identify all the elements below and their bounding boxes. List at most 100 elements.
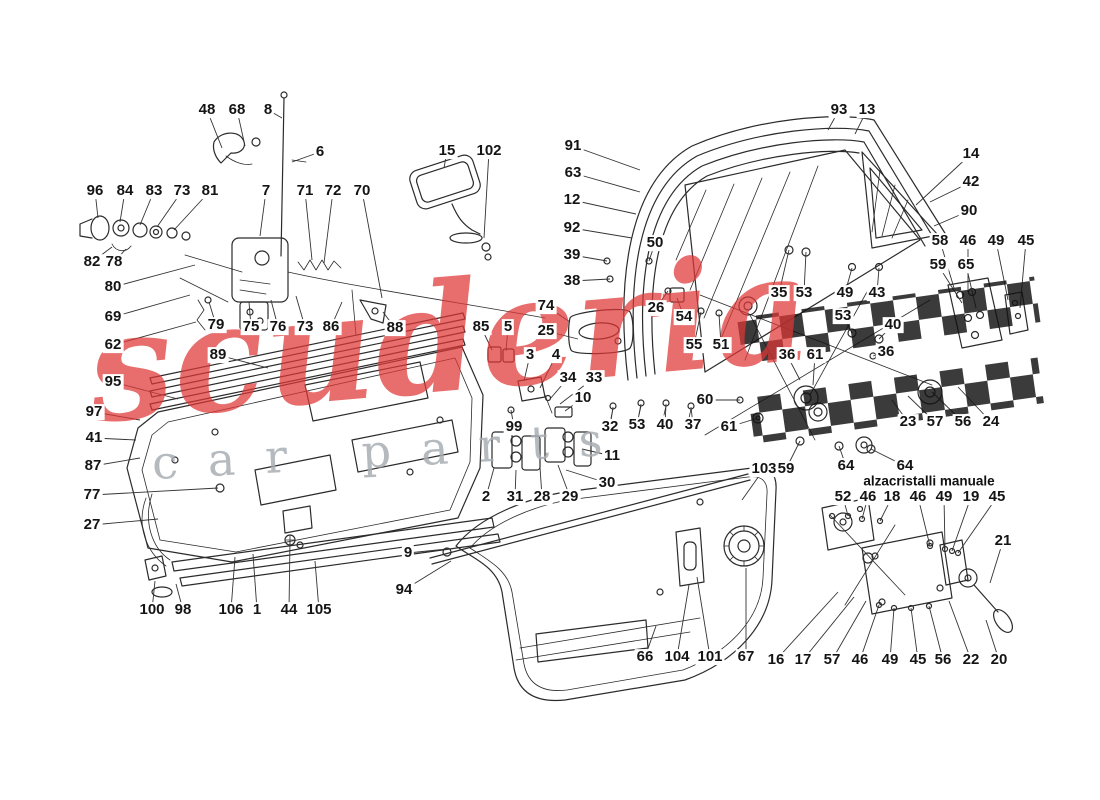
part-callout-49: 49 <box>985 232 1007 250</box>
part-callout-50: 50 <box>644 234 666 252</box>
part-callout-74: 74 <box>535 297 557 315</box>
part-callout-56: 56 <box>952 413 974 431</box>
part-callout-15: 15 <box>436 142 458 160</box>
part-callout-40: 40 <box>882 316 904 334</box>
part-callout-43: 43 <box>866 284 888 302</box>
part-callout-10: 10 <box>572 389 594 407</box>
part-callout-23: 23 <box>897 413 919 431</box>
part-callout-3: 3 <box>523 346 537 364</box>
part-callout-41: 41 <box>83 429 105 447</box>
side-mirror <box>409 154 492 261</box>
part-callout-6: 6 <box>313 143 327 161</box>
part-callout-21: 21 <box>992 532 1014 550</box>
part-callout-60: 60 <box>694 391 716 409</box>
part-callout-54: 54 <box>673 308 695 326</box>
part-callout-88: 88 <box>384 319 406 337</box>
part-callout-37: 37 <box>682 416 704 434</box>
door-latch-assembly <box>179 237 546 336</box>
part-callout-73: 73 <box>294 318 316 336</box>
part-callout-5: 5 <box>501 318 515 336</box>
part-callout-45: 45 <box>907 651 929 669</box>
part-callout-84: 84 <box>114 182 136 200</box>
part-callout-25: 25 <box>535 322 557 340</box>
part-callout-102: 102 <box>474 142 504 160</box>
lock-barrel-washers <box>79 215 191 252</box>
part-callout-45: 45 <box>986 488 1008 506</box>
part-callout-82: 82 <box>81 253 103 271</box>
part-callout-69: 69 <box>102 308 124 326</box>
part-callout-66: 66 <box>634 648 656 666</box>
part-callout-57: 57 <box>821 651 843 669</box>
part-callout-7: 7 <box>259 182 273 200</box>
part-callout-51: 51 <box>710 336 732 354</box>
part-callout-36: 36 <box>776 346 798 364</box>
part-callout-28: 28 <box>531 488 553 506</box>
part-callout-32: 32 <box>599 418 621 436</box>
part-callout-26: 26 <box>645 299 667 317</box>
part-callout-64: 64 <box>894 457 916 475</box>
part-callout-45: 45 <box>1015 232 1037 250</box>
part-callout-92: 92 <box>561 219 583 237</box>
window-regulator <box>821 497 1014 633</box>
part-callout-72: 72 <box>322 182 344 200</box>
part-callout-19: 19 <box>960 488 982 506</box>
part-callout-61: 61 <box>718 418 740 436</box>
part-callout-106: 106 <box>216 601 246 619</box>
part-callout-22: 22 <box>960 651 982 669</box>
part-callout-63: 63 <box>562 164 584 182</box>
part-callout-79: 79 <box>205 316 227 334</box>
part-callout-81: 81 <box>199 182 221 200</box>
part-callout-76: 76 <box>267 318 289 336</box>
vent-window <box>861 151 939 249</box>
part-callout-34: 34 <box>557 369 579 387</box>
part-callout-89: 89 <box>207 346 229 364</box>
part-callout-64: 64 <box>835 457 857 475</box>
part-callout-42: 42 <box>960 173 982 191</box>
part-callout-75: 75 <box>240 318 262 336</box>
part-callout-35: 35 <box>768 284 790 302</box>
part-callout-104: 104 <box>662 648 692 666</box>
part-callout-71: 71 <box>294 182 316 200</box>
part-callout-36: 36 <box>875 343 897 361</box>
part-callout-20: 20 <box>988 651 1010 669</box>
part-callout-100: 100 <box>137 601 167 619</box>
part-callout-46: 46 <box>849 651 871 669</box>
part-callout-44: 44 <box>278 601 300 619</box>
part-callout-31: 31 <box>504 488 526 506</box>
part-callout-9: 9 <box>401 544 415 562</box>
left-door-inner-shell <box>126 312 751 598</box>
part-callout-97: 97 <box>83 403 105 421</box>
part-callout-61: 61 <box>804 346 826 364</box>
part-callout-80: 80 <box>102 278 124 296</box>
part-callout-95: 95 <box>102 373 124 391</box>
hinge-top-parts <box>212 91 307 257</box>
door-glass <box>669 149 921 373</box>
part-callout-53: 53 <box>626 416 648 434</box>
part-callout-93: 93 <box>828 101 850 119</box>
part-callout-8: 8 <box>261 101 275 119</box>
part-callout-49: 49 <box>879 651 901 669</box>
part-callout-96: 96 <box>84 182 106 200</box>
check-strap-small-parts <box>487 346 573 418</box>
part-callout-11: 11 <box>602 447 622 465</box>
part-callout-87: 87 <box>82 457 104 475</box>
part-callout-17: 17 <box>792 651 814 669</box>
part-callout-83: 83 <box>143 182 165 200</box>
part-callout-62: 62 <box>102 336 124 354</box>
part-callout-105: 105 <box>304 601 334 619</box>
part-callout-56: 56 <box>932 651 954 669</box>
part-callout-98: 98 <box>172 601 194 619</box>
part-callout-12: 12 <box>561 191 583 209</box>
part-callout-13: 13 <box>856 101 878 119</box>
part-callout-55: 55 <box>683 336 705 354</box>
part-callout-57: 57 <box>924 413 946 431</box>
diagram-note: alzacristalli manuale <box>861 473 997 489</box>
part-callout-85: 85 <box>470 318 492 336</box>
outer-handle <box>568 308 634 355</box>
part-callout-40: 40 <box>654 416 676 434</box>
part-callout-24: 24 <box>980 413 1002 431</box>
part-callout-78: 78 <box>103 253 125 271</box>
part-callout-1: 1 <box>250 601 264 619</box>
part-callout-68: 68 <box>226 101 248 119</box>
